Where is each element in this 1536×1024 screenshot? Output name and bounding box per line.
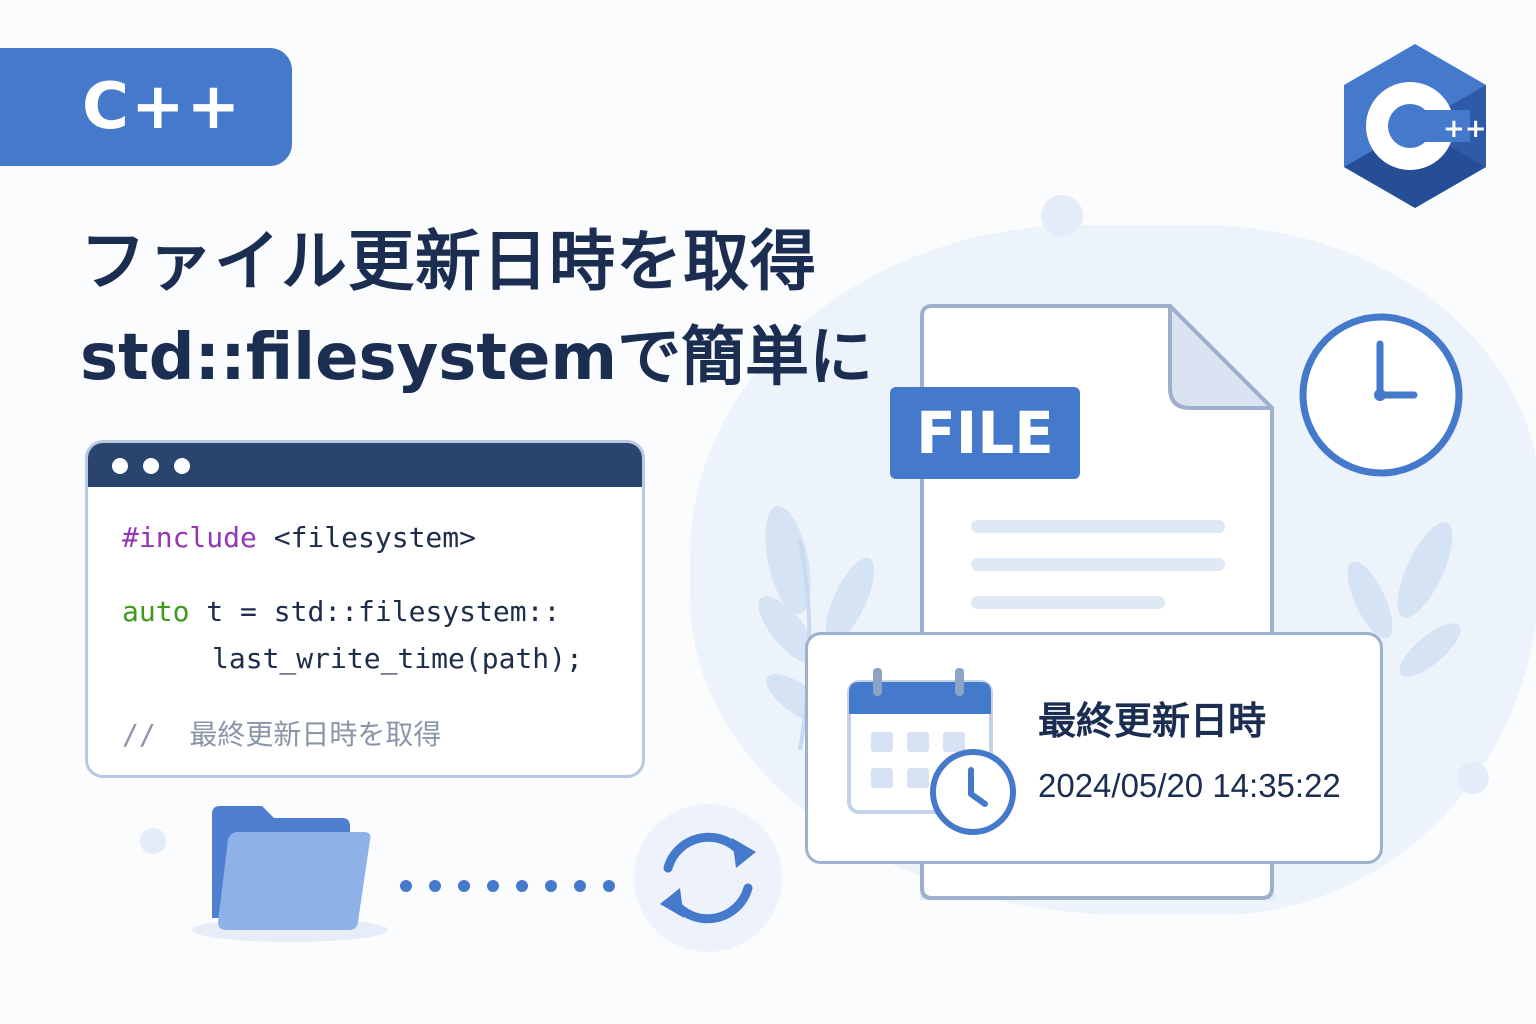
folder-icon xyxy=(192,806,388,942)
last-modified-value: 2024/05/20 14:35:22 xyxy=(1038,767,1341,804)
code-directive: #include xyxy=(122,521,257,554)
window-dot xyxy=(143,458,159,474)
window-dot xyxy=(174,458,190,474)
page-title: ファイル更新日時を取得 xyxy=(80,223,817,300)
decor-dot xyxy=(140,828,166,854)
code-keyword: auto xyxy=(122,595,190,628)
document-text-line xyxy=(971,520,1225,533)
connection-dots xyxy=(400,880,620,892)
cpp-logo-plus: ++ xyxy=(1443,114,1487,144)
page-subtitle: std::filesystemで簡単に xyxy=(80,321,874,395)
sync-icon xyxy=(634,804,782,952)
clock-icon xyxy=(1299,313,1463,477)
decor-dot xyxy=(1041,195,1083,237)
calendar-icon xyxy=(847,668,1016,835)
document-text-line xyxy=(971,558,1225,571)
last-modified-label: 最終更新日時 xyxy=(1038,699,1267,743)
document-text-line xyxy=(971,596,1165,609)
code-window-titlebar xyxy=(88,443,642,487)
decor-dot xyxy=(1457,762,1489,794)
cpp-badge: C++ xyxy=(0,48,292,166)
code-line-call: last_write_time(path); xyxy=(212,642,583,675)
file-badge: FILE xyxy=(890,387,1080,479)
code-line-auto: auto t = std::filesystem:: xyxy=(122,595,560,628)
window-dot xyxy=(112,458,128,474)
code-line-comment: // 最終更新日時を取得 xyxy=(122,718,442,751)
code-window: #include <filesystem> auto t = std::file… xyxy=(85,440,645,778)
leaf-icon xyxy=(1347,522,1461,677)
cpp-logo-icon: ++ xyxy=(1344,44,1487,208)
code-expression: t = std::filesystem:: xyxy=(189,595,561,628)
code-line-include: #include <filesystem> xyxy=(122,521,476,554)
leaf-icon xyxy=(758,506,875,751)
code-header: <filesystem> xyxy=(256,521,477,554)
